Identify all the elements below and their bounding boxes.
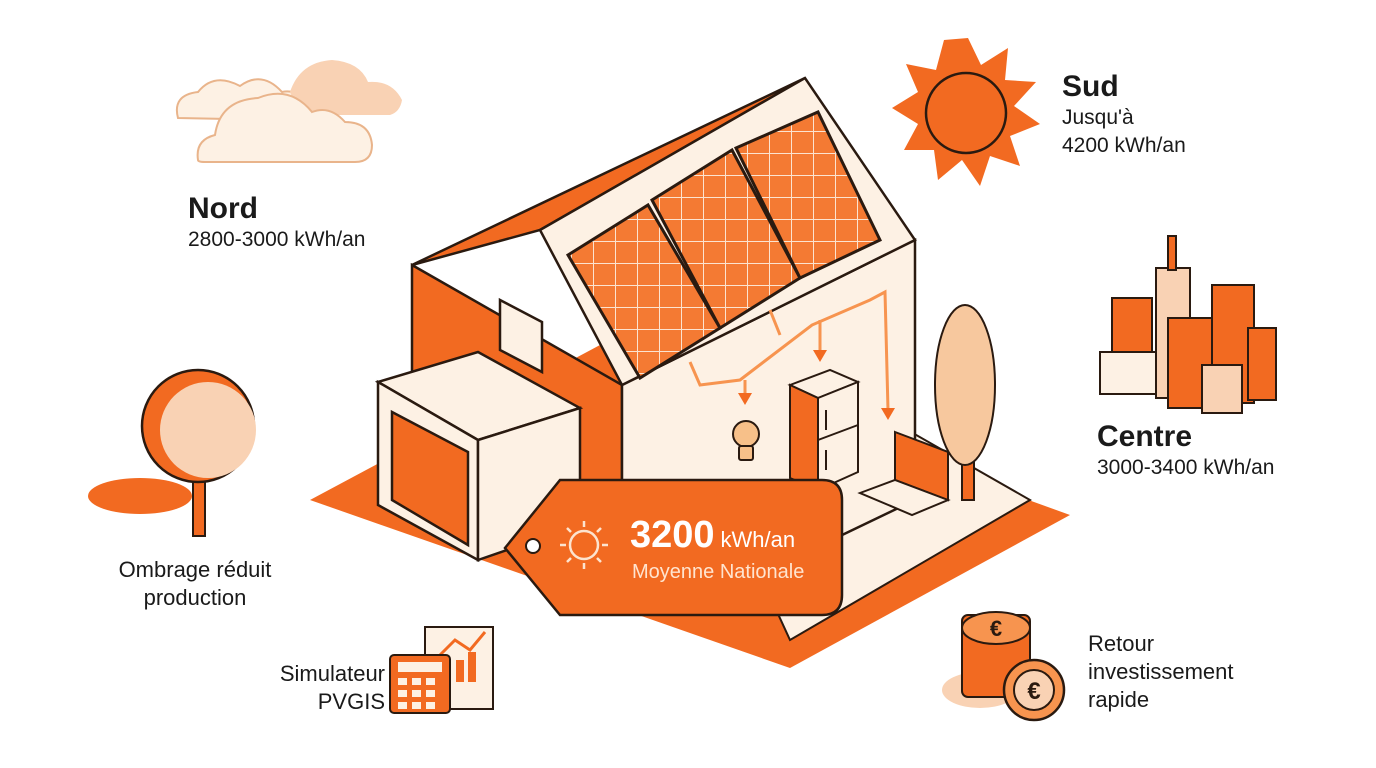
sud-line1: Jusqu'à — [1062, 106, 1134, 129]
average-unit: kWh/an — [720, 527, 796, 552]
solar-panels — [565, 110, 883, 381]
average-tag — [503, 478, 844, 617]
laptop-icon — [857, 430, 951, 517]
centre-title: Centre — [1097, 420, 1193, 453]
energy-flow-arrows — [688, 289, 890, 411]
cloud-icon — [176, 60, 402, 163]
tag-sun-icon — [560, 521, 608, 569]
roi-line3: rapide — [1088, 687, 1150, 712]
nord-region-label: Nord 2800-3000 kWh/an — [188, 192, 365, 254]
svg-text:€: € — [1027, 678, 1040, 705]
shading-line2: production — [143, 585, 247, 610]
house-tree-icon — [934, 304, 996, 501]
fridge-icon — [787, 368, 861, 492]
roi-note: Retour investissement rapide — [1088, 630, 1234, 714]
tree-icon — [88, 368, 256, 537]
calculator-icon — [389, 626, 494, 714]
roi-line2: investissement — [1088, 659, 1234, 684]
average-number: 3200 — [630, 514, 715, 556]
nord-title: Nord — [188, 192, 258, 225]
shading-line1: Ombrage réduit — [118, 557, 272, 582]
lightbulb-icon — [732, 420, 760, 461]
average-caption: Moyenne Nationale — [632, 561, 805, 583]
roi-line1: Retour — [1088, 631, 1155, 656]
shading-note: Ombrage réduit production — [90, 556, 300, 612]
city-icon — [1099, 235, 1277, 414]
garage-door — [390, 409, 470, 548]
house-window — [498, 297, 544, 375]
sun-icon — [892, 38, 1040, 186]
simulator-line1: Simulateur — [279, 661, 385, 686]
simulator-line2: PVGIS — [317, 689, 385, 714]
centre-range: 3000-3400 kWh/an — [1097, 456, 1275, 479]
coins-euro-icon: € € — [942, 611, 1066, 722]
sud-region-label: Sud Jusqu'à 4200 kWh/an — [1062, 70, 1186, 160]
svg-text:€: € — [990, 616, 1002, 641]
nord-range: 2800-3000 kWh/an — [188, 228, 366, 251]
centre-region-label: Centre 3000-3400 kWh/an — [1097, 420, 1274, 482]
simulator-note: Simulateur PVGIS — [235, 660, 385, 716]
sud-line2: 4200 kWh/an — [1062, 134, 1186, 157]
sud-title: Sud — [1062, 70, 1119, 103]
